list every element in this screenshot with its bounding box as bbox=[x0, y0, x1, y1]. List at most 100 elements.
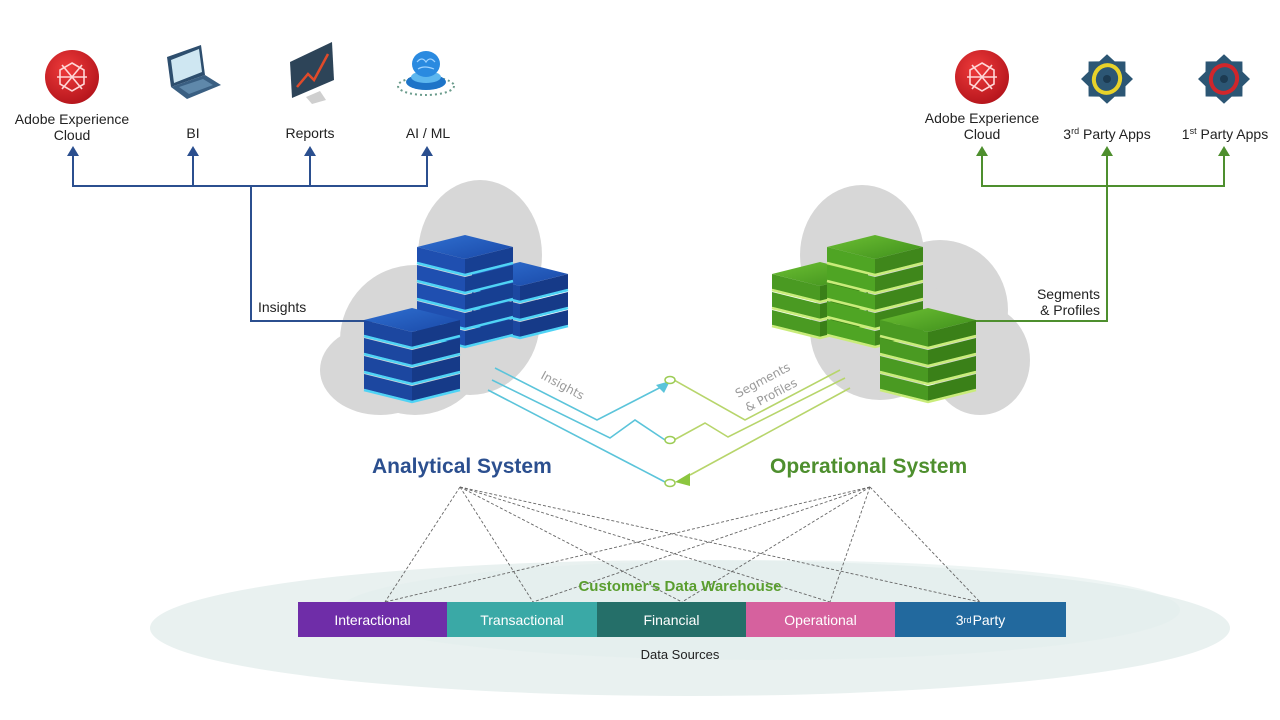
gear-ring bbox=[1208, 63, 1240, 95]
server-top bbox=[364, 308, 460, 332]
server-glow bbox=[416, 297, 514, 313]
server-side bbox=[928, 320, 976, 347]
data-source-operational: Operational bbox=[746, 602, 895, 637]
server-top bbox=[417, 235, 513, 259]
flow-node bbox=[664, 478, 676, 488]
operational-source-link bbox=[681, 486, 871, 603]
chart-monitor-icon bbox=[290, 42, 334, 104]
arrow-up-icon bbox=[187, 146, 199, 156]
insights-arrow-icon bbox=[656, 381, 670, 393]
operational-system-title: Operational System bbox=[770, 455, 968, 478]
label-sup: st bbox=[1189, 126, 1197, 136]
server-side bbox=[928, 338, 976, 365]
analytical-source-link bbox=[459, 486, 981, 603]
server-side bbox=[417, 265, 465, 292]
server-side bbox=[465, 319, 513, 346]
server-glow bbox=[363, 334, 461, 350]
arrow-up-icon bbox=[976, 146, 988, 156]
operational-source-link bbox=[869, 486, 981, 603]
label-rest: Party Apps bbox=[1079, 126, 1151, 142]
server-side bbox=[520, 292, 568, 319]
server-glow bbox=[826, 261, 924, 277]
segment-label: Operational bbox=[784, 611, 857, 628]
output-label-reports: Reports bbox=[285, 125, 335, 141]
server-glow bbox=[826, 297, 924, 313]
output-label-bi: BI bbox=[186, 125, 200, 141]
flow-nodes bbox=[664, 375, 676, 488]
server-glow bbox=[879, 370, 977, 386]
gear-hub bbox=[1220, 75, 1228, 83]
server-side bbox=[880, 320, 928, 347]
server-side bbox=[364, 356, 412, 383]
output-label-ai-ml: AI / ML bbox=[405, 125, 451, 141]
label-line: Cloud bbox=[53, 127, 91, 143]
label-line: & Profiles bbox=[1040, 302, 1100, 318]
analytical-system-title: Analytical System bbox=[372, 455, 552, 478]
label-line: Segments bbox=[1036, 286, 1100, 302]
server-side bbox=[875, 247, 923, 274]
insights-connector-left bbox=[72, 153, 428, 322]
server-side bbox=[465, 247, 513, 274]
label-line: Adobe Experience bbox=[14, 111, 130, 127]
segment-label: Transactional bbox=[480, 611, 564, 628]
server-side bbox=[364, 320, 412, 347]
warehouse-title: Customer's Data Warehouse bbox=[578, 578, 782, 595]
segments-connector-right bbox=[955, 153, 1225, 322]
server-glow bbox=[363, 352, 461, 368]
data-source-interactional: Interactional bbox=[298, 602, 447, 637]
arrowheads-left bbox=[67, 146, 433, 156]
server-side bbox=[465, 301, 513, 328]
flow-node bbox=[664, 435, 676, 445]
laptop-icon bbox=[167, 45, 221, 99]
server-side bbox=[928, 356, 976, 383]
server-side bbox=[417, 247, 465, 274]
label-num: 3 bbox=[1063, 126, 1072, 142]
insights-connector-label: Insights bbox=[258, 299, 307, 315]
label-num: 1 bbox=[1181, 126, 1190, 142]
arrow-up-icon bbox=[421, 146, 433, 156]
label-rest: Party bbox=[972, 611, 1006, 628]
output-label-first-party-apps: 1st Party Apps bbox=[1170, 126, 1280, 142]
server-side bbox=[827, 247, 875, 274]
analytical-source-link bbox=[459, 486, 683, 603]
analytical-source-link bbox=[384, 486, 461, 603]
server-glow bbox=[363, 370, 461, 386]
label-line: Adobe Experience bbox=[924, 110, 1040, 126]
server-side bbox=[880, 356, 928, 383]
server-glow bbox=[363, 388, 461, 404]
insights-flow-label: Insights bbox=[539, 368, 587, 402]
server-side bbox=[880, 374, 928, 401]
flow-node bbox=[664, 375, 676, 385]
arrow-up-icon bbox=[1101, 146, 1113, 156]
server-side bbox=[772, 292, 820, 319]
label-rest: Party Apps bbox=[1196, 126, 1269, 142]
data-sources-label: Data Sources bbox=[640, 647, 720, 662]
server-side bbox=[412, 338, 460, 365]
data-source-transactional: Transactional bbox=[447, 602, 597, 637]
label-line: Cloud bbox=[963, 126, 1001, 142]
server-glow bbox=[879, 388, 977, 404]
gear-icon bbox=[1081, 54, 1133, 104]
server-side bbox=[827, 319, 875, 346]
gear-ring bbox=[1091, 63, 1123, 95]
server-glow bbox=[416, 261, 514, 277]
analytical-server-stack bbox=[363, 235, 569, 404]
gear-icon bbox=[1198, 54, 1250, 104]
insights-flow-lines bbox=[487, 367, 666, 483]
segments-arrow-icon bbox=[675, 473, 690, 486]
gear-hub bbox=[1103, 75, 1111, 83]
server-side bbox=[417, 283, 465, 310]
server-side bbox=[412, 374, 460, 401]
arrow-up-icon bbox=[67, 146, 79, 156]
arrow-up-icon bbox=[304, 146, 316, 156]
server-side bbox=[412, 356, 460, 383]
server-side bbox=[880, 338, 928, 365]
label-num: 3 bbox=[955, 611, 964, 628]
server-side bbox=[520, 310, 568, 337]
server-glow bbox=[879, 352, 977, 368]
operational-source-link bbox=[532, 486, 871, 603]
operational-source-link bbox=[829, 486, 871, 603]
server-glow bbox=[416, 279, 514, 295]
